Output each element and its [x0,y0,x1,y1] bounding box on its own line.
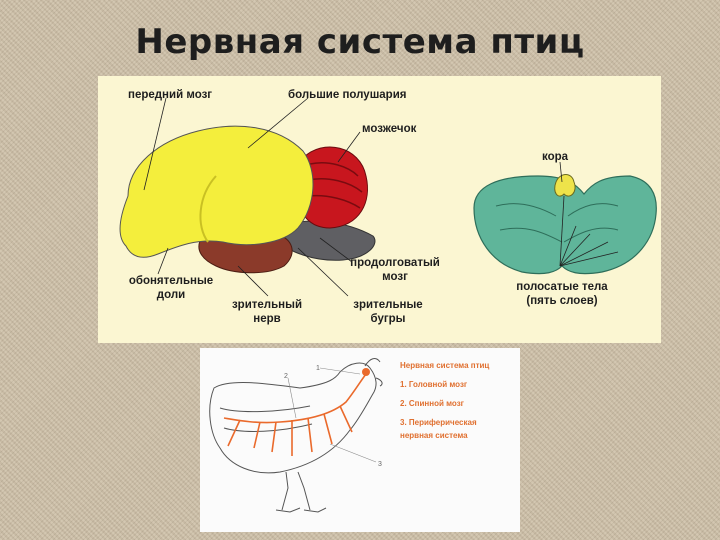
legend-item-3: 3. Периферическая [400,418,477,427]
bird-illustration: 1 2 3 [209,358,383,513]
legend-item-2: 2. Спинной мозг [400,399,465,408]
marker-3: 3 [378,461,382,468]
slide-title: Нервная система птиц [135,22,585,62]
label-olfactory: обонятельные доли [116,274,226,302]
legend-item-1: 1. Головной мозг [400,380,468,389]
label-optic-lobes: зрительные бугры [338,298,438,326]
label-cortex: кора [542,151,569,163]
label-optic-nerve: зрительный нерв [222,298,312,326]
cortex-shape [554,174,576,197]
label-medulla: продолговатый мозг [340,256,450,284]
hemisphere-shape [119,125,314,258]
label-optic-lobes-line1: зрительные [353,299,423,311]
legend-item-3b: нервная система [400,431,468,440]
bird-legend: Нервная система птиц 1. Головной мозг 2.… [400,360,489,449]
cross-section-shape [473,175,657,275]
leader-lines [143,97,619,297]
legend-title: Нервная система птиц [400,361,490,370]
label-olfactory-line2: доли [156,289,186,301]
label-olfactory-line1: обонятельные [128,275,214,287]
label-medulla-line2: мозг [382,271,408,283]
bird-outline [209,358,383,513]
marker-1: 1 [316,365,320,372]
label-striate-bodies: полосатые тела (пять слоев) [502,280,622,308]
label-cerebellum: мозжечок [362,123,417,135]
brain-diagram-panel: передний мозг большие полушария мозжечок… [98,76,661,343]
label-optic-nerve-line2: нерв [253,313,281,325]
label-medulla-line1: продолговатый [350,257,440,269]
marker-2: 2 [284,373,288,380]
label-striate-line2: (пять слоев) [526,295,598,307]
bird-diagram-panel: 1 2 3 Нервная система птиц 1. Головной м… [200,348,520,532]
label-striate-line1: полосатые тела [516,281,608,293]
label-forebrain: передний мозг [128,89,213,101]
brain-illustration [119,97,657,297]
nerve-system [223,373,367,456]
brain-node [362,368,370,376]
label-optic-nerve-line1: зрительный [231,299,303,311]
marker-lines [287,367,377,463]
label-optic-lobes-line2: бугры [370,313,406,325]
label-hemispheres: большие полушария [288,89,407,101]
